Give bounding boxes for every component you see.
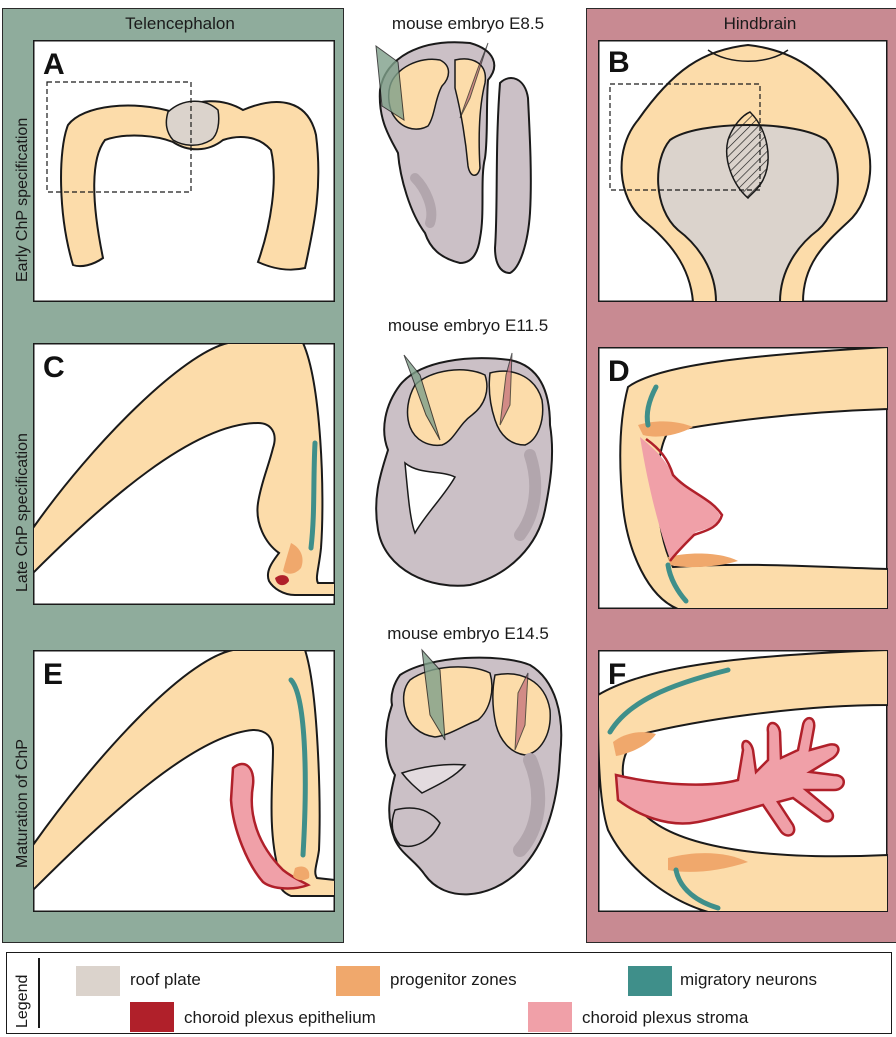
telencephalon-title: Telencephalon [60, 14, 300, 34]
panel-letter: E [43, 658, 63, 691]
legend-divider [38, 958, 40, 1028]
panel-c: C [33, 343, 335, 605]
legend-swatch-stroma [528, 1002, 572, 1032]
legend-title: Legend [14, 975, 32, 1028]
roof-plate-a [166, 101, 218, 145]
panel-f: F [598, 650, 888, 912]
embryo-e85 [360, 38, 580, 278]
row-label-maturation: Maturation of ChP [14, 739, 32, 868]
panel-letter: C [43, 351, 65, 384]
panel-letter: D [608, 355, 630, 388]
legend-label-progenitor: progenitor zones [390, 970, 517, 990]
panel-d: D [598, 347, 888, 609]
panel-letter: B [608, 46, 630, 79]
stage-label-e115: mouse embryo E11.5 [352, 316, 584, 336]
row-label-early: Early ChP specification [14, 118, 32, 282]
stage-label-e145: mouse embryo E14.5 [352, 624, 584, 644]
panel-a: A [33, 40, 335, 302]
legend-label-migratory: migratory neurons [680, 970, 817, 990]
legend-swatch-roof-plate [76, 966, 120, 996]
hindbrain-title: Hindbrain [640, 14, 880, 34]
legend-swatch-progenitor [336, 966, 380, 996]
stage-label-e85: mouse embryo E8.5 [352, 14, 584, 34]
embryo-e145 [360, 645, 580, 907]
legend-label-stroma: choroid plexus stroma [582, 1008, 748, 1028]
row-label-late: Late ChP specification [14, 433, 32, 592]
panel-e: E [33, 650, 335, 912]
embryo-e115 [360, 345, 580, 595]
legend-swatch-migratory [628, 966, 672, 996]
panel-letter: F [608, 658, 626, 691]
legend-label-epithelium: choroid plexus epithelium [184, 1008, 376, 1028]
legend-swatch-epithelium [130, 1002, 174, 1032]
panel-letter: A [43, 48, 65, 81]
legend-label-roof-plate: roof plate [130, 970, 201, 990]
panel-b: B [598, 40, 888, 302]
